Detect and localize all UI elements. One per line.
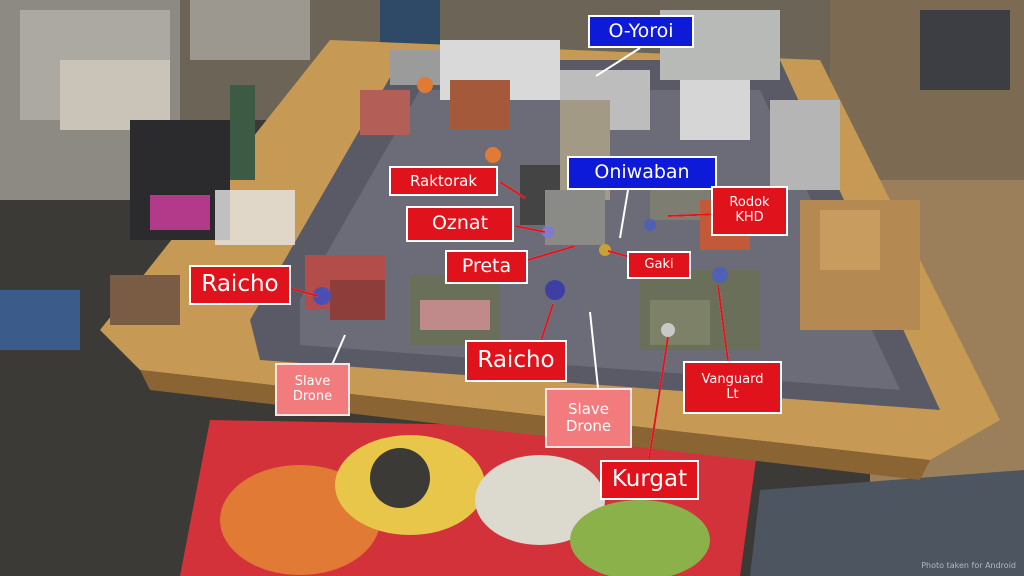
photo-watermark: Photo taken for Android bbox=[921, 561, 1016, 570]
label-vanguard-lt-line2: Lt bbox=[726, 386, 739, 402]
label-gaki: Gaki bbox=[627, 251, 691, 279]
label-slave-drone-center-line1: Slave bbox=[568, 400, 609, 419]
label-preta: Preta bbox=[445, 250, 528, 284]
label-slave-drone-left-line2: Drone bbox=[292, 388, 333, 404]
label-oznat: Oznat bbox=[406, 206, 514, 242]
label-slave-drone-left-line1: Slave bbox=[294, 373, 331, 389]
label-o-yoroi: O-Yoroi bbox=[588, 15, 694, 48]
label-oniwaban: Oniwaban bbox=[567, 156, 717, 190]
label-raktorak: Raktorak bbox=[389, 166, 498, 196]
label-raicho-left: Raicho bbox=[189, 265, 291, 305]
label-slave-drone-center-line2: Drone bbox=[565, 417, 612, 435]
label-vanguard-lt-line1: Vanguard bbox=[701, 371, 764, 387]
label-raicho-center: Raicho bbox=[465, 340, 567, 382]
label-rodok-khd-line1: Rodok bbox=[729, 195, 770, 211]
label-kurgat: Kurgat bbox=[600, 460, 699, 500]
label-rodok-khd-line2: KHD bbox=[735, 210, 764, 225]
